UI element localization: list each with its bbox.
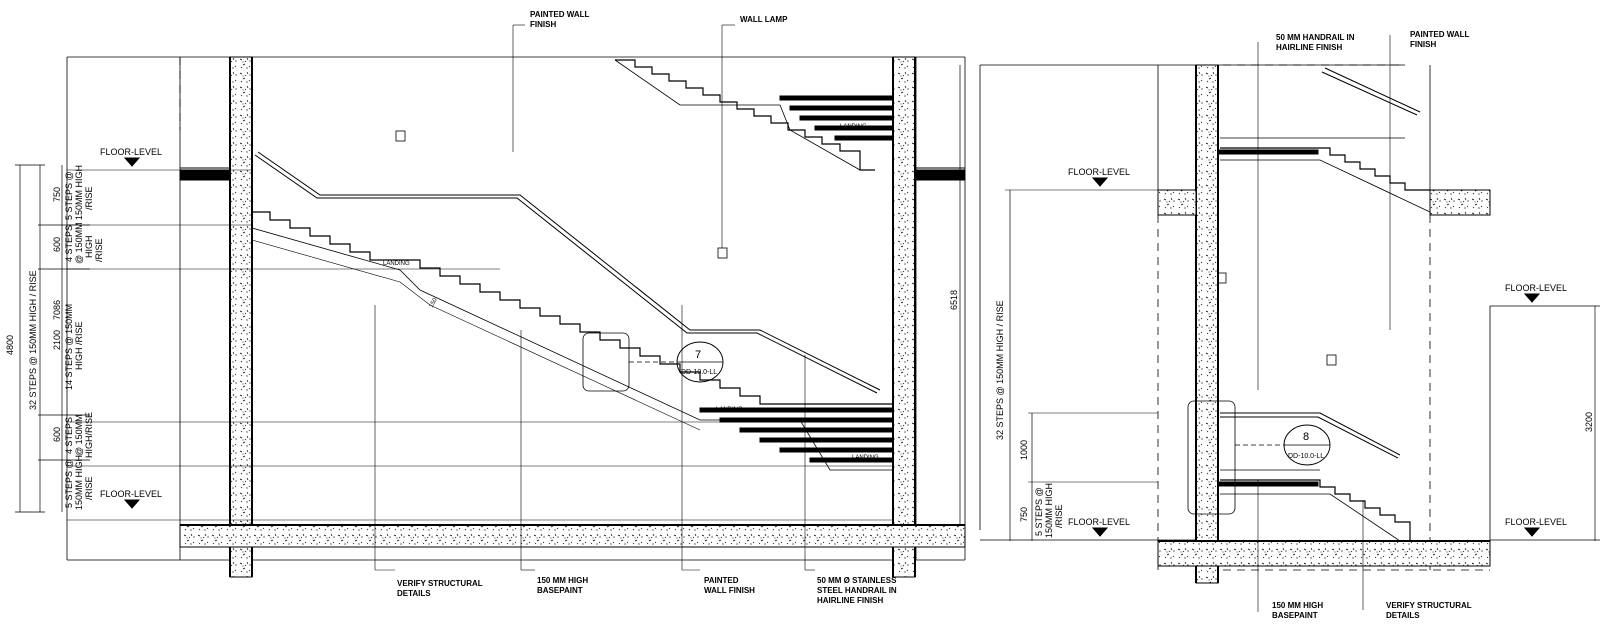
svg-text:5 STEPS @: 5 STEPS @ bbox=[64, 171, 74, 220]
detail-tag-ref: DD-10.0-LL bbox=[1288, 453, 1324, 460]
svg-text:150MM HIGH: 150MM HIGH bbox=[74, 455, 84, 510]
note-painted-wall: PAINTED WALL bbox=[1410, 30, 1470, 39]
level-marker-icon bbox=[1523, 293, 1541, 303]
note-basepaint: 150 MM HIGH bbox=[1272, 601, 1323, 610]
svg-text:4 STEPS: 4 STEPS bbox=[64, 225, 74, 262]
svg-text:14 STEPS @ 150MM: 14 STEPS @ 150MM bbox=[64, 304, 74, 390]
left-elevation-labels: PAINTED WALL FINISH WALL LAMP FLOOR-LEVE… bbox=[5, 10, 959, 605]
floor-slab-upper-left bbox=[179, 169, 231, 181]
svg-text:FINISH: FINISH bbox=[530, 20, 556, 29]
floor-level-label: FLOOR-LEVEL bbox=[1505, 517, 1567, 527]
floor-level-label: FLOOR-LEVEL bbox=[1505, 283, 1567, 293]
detail-tag-number: 7 bbox=[695, 349, 701, 361]
wall-lamp-icon bbox=[1326, 354, 1337, 366]
left-column bbox=[229, 56, 253, 578]
svg-text:750: 750 bbox=[1019, 507, 1029, 522]
floor-level-label: FLOOR-LEVEL bbox=[1068, 167, 1130, 177]
wall-lamp-icon bbox=[717, 247, 728, 259]
svg-text:DETAILS: DETAILS bbox=[397, 589, 431, 598]
svg-text:HIGH: HIGH bbox=[84, 236, 94, 259]
right-section-labels: 50 MM HANDRAIL IN HAIRLINE FINISH PAINTE… bbox=[995, 30, 1594, 620]
right-section bbox=[979, 35, 1600, 612]
detail-tag-ref: DD-10.0-LL bbox=[681, 369, 717, 376]
svg-text:600: 600 bbox=[52, 237, 62, 252]
svg-text:@ 150MM: @ 150MM bbox=[74, 414, 84, 456]
dim-total-height: 4800 bbox=[5, 335, 15, 355]
right-ground-slab bbox=[1157, 540, 1491, 567]
svg-text:/RISE: /RISE bbox=[1054, 504, 1064, 528]
dim-right-height: 3200 bbox=[1584, 412, 1594, 432]
floor-level-label: FLOOR-LEVEL bbox=[100, 489, 162, 499]
note-verify-structural: VERIFY STRUCTURAL bbox=[397, 579, 483, 588]
note-basepaint: 150 MM HIGH bbox=[537, 576, 588, 585]
dim-total-steps: 32 STEPS @ 150MM HIGH / RISE bbox=[995, 300, 1005, 440]
svg-text:HAIRLINE FINISH: HAIRLINE FINISH bbox=[817, 596, 883, 605]
left-elevation bbox=[15, 24, 966, 578]
note-wall-lamp: WALL LAMP bbox=[740, 15, 788, 24]
svg-text:7086: 7086 bbox=[52, 300, 62, 320]
svg-text:5 STEPS @: 5 STEPS @ bbox=[64, 459, 74, 508]
detail-callout-box bbox=[1187, 400, 1236, 515]
svg-text:/RISE: /RISE bbox=[84, 476, 94, 500]
landing-label: LANDING bbox=[852, 455, 879, 461]
dim-total-steps: 32 STEPS @ 150MM HIGH / RISE bbox=[28, 270, 38, 410]
svg-text:STEEL HANDRAIL IN: STEEL HANDRAIL IN bbox=[817, 586, 897, 595]
landing-label: LANDING bbox=[840, 124, 867, 130]
svg-text:WALL FINISH: WALL FINISH bbox=[704, 586, 755, 595]
svg-text:HAIRLINE FINISH: HAIRLINE FINISH bbox=[1276, 43, 1342, 52]
right-column bbox=[892, 56, 916, 578]
svg-text:@ 150MM: @ 150MM bbox=[74, 222, 84, 264]
svg-text:HIGH /RISE: HIGH /RISE bbox=[74, 321, 84, 370]
svg-text:150MM HIGH: 150MM HIGH bbox=[74, 165, 84, 220]
svg-text:4 STEPS: 4 STEPS bbox=[64, 417, 74, 454]
dim-right-height: 6518 bbox=[949, 290, 959, 310]
level-marker-icon bbox=[1523, 527, 1541, 537]
svg-text:600: 600 bbox=[52, 427, 62, 442]
handrail-upper-line bbox=[257, 151, 881, 391]
landing-label: LANDING bbox=[383, 261, 410, 267]
ground-slab bbox=[179, 524, 966, 548]
svg-text:HIGH/RISE: HIGH/RISE bbox=[84, 412, 94, 458]
note-verify-structural: VERIFY STRUCTURAL bbox=[1386, 601, 1472, 610]
detail-tag-number: 8 bbox=[1303, 431, 1309, 443]
lower-stair-flight bbox=[1220, 479, 1411, 541]
floor-level-label: FLOOR-LEVEL bbox=[100, 147, 162, 157]
svg-text:DETAILS: DETAILS bbox=[1386, 611, 1420, 620]
note-handrail: 50 MM HANDRAIL IN bbox=[1276, 33, 1355, 42]
wall-lamp-icon bbox=[1217, 272, 1227, 284]
svg-text:150MM HIGH: 150MM HIGH bbox=[1044, 483, 1054, 538]
note-painted-wall-finish: PAINTED WALL bbox=[530, 10, 590, 19]
note-painted-wall: PAINTED bbox=[704, 576, 739, 585]
svg-text:/RISE: /RISE bbox=[84, 186, 94, 210]
note-handrail: 50 MM Ø STAINLESS bbox=[817, 576, 897, 585]
svg-text:2100: 2100 bbox=[52, 330, 62, 350]
svg-text:750: 750 bbox=[52, 187, 62, 202]
svg-text:FINISH: FINISH bbox=[1410, 40, 1436, 49]
wall-lamp-icon bbox=[395, 130, 406, 142]
level-marker-icon bbox=[1091, 177, 1109, 187]
svg-text:BASEPAINT: BASEPAINT bbox=[537, 586, 583, 595]
svg-text:5 STEPS @: 5 STEPS @ bbox=[1034, 487, 1044, 536]
floor-level-label: FLOOR-LEVEL bbox=[1068, 517, 1130, 527]
svg-text:1000: 1000 bbox=[1019, 440, 1029, 460]
level-marker-icon bbox=[123, 157, 141, 167]
landing-label: LANDING bbox=[716, 407, 743, 413]
svg-text:BASEPAINT: BASEPAINT bbox=[1272, 611, 1318, 620]
main-stair-flight bbox=[252, 211, 893, 405]
riser-dim: 150 bbox=[429, 297, 440, 309]
level-marker-icon bbox=[123, 499, 141, 509]
svg-text:/RISE: /RISE bbox=[94, 238, 104, 262]
detail-callout-box bbox=[582, 332, 630, 392]
center-column bbox=[1195, 64, 1219, 584]
level-marker-icon bbox=[1091, 527, 1109, 537]
upper-stair-flight bbox=[615, 59, 875, 171]
